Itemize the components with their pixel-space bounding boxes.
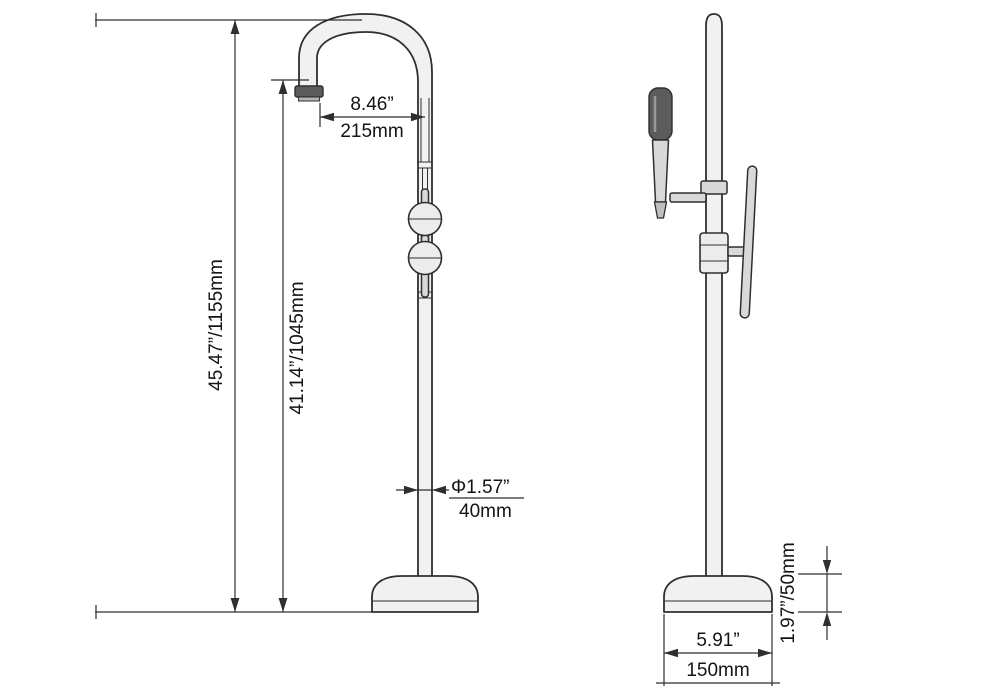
pipe-diameter-in-label: Φ1.57” (451, 477, 509, 498)
floor-base-side (663, 575, 773, 613)
hand-shower (648, 87, 673, 219)
pipe-diameter-mm-label: 40mm (459, 501, 512, 522)
lever-arm (727, 246, 746, 257)
diverter-valve (699, 165, 758, 319)
hand-shower-head (648, 87, 673, 141)
shower-bracket-arm (669, 192, 707, 203)
spout-height-label: 41.14”/1045mm (287, 281, 308, 414)
riser-pipe-side (705, 13, 723, 578)
dim-total-height: 45.47”/1155mm (95, 13, 372, 619)
dim-base-diameter: 5.91” 150mm (656, 614, 780, 686)
spout-reach-mm-label: 215mm (340, 121, 403, 142)
base-diameter-in-label: 5.91” (696, 630, 739, 651)
dim-base-height: 1.97”/50mm (778, 542, 842, 644)
spout-outlet-icon (294, 85, 324, 98)
lever-handle (739, 165, 758, 319)
shower-hose (651, 215, 709, 561)
spout-aerator (298, 96, 320, 102)
floor-base-front (371, 575, 479, 613)
front-view: 45.47”/1155mm 41.14”/1045mm 8.46” 215mm (95, 13, 524, 619)
pipe-collar (700, 180, 728, 195)
base-height-label: 1.97”/50mm (778, 542, 799, 643)
hand-shower-handle (651, 139, 670, 203)
spout-reach-in-label: 8.46” (350, 94, 393, 115)
base-diameter-mm-label: 150mm (686, 660, 749, 681)
side-view: 5.91” 150mm 1.97”/50mm (648, 13, 842, 686)
hand-shower-connector (653, 201, 668, 219)
dim-pipe-diameter: Φ1.57” 40mm (396, 477, 524, 522)
dim-spout-reach: 8.46” 215mm (319, 94, 425, 142)
total-height-label: 45.47”/1155mm (206, 259, 227, 391)
valve-body (699, 232, 729, 274)
dim-spout-height: 41.14”/1045mm (271, 79, 309, 612)
